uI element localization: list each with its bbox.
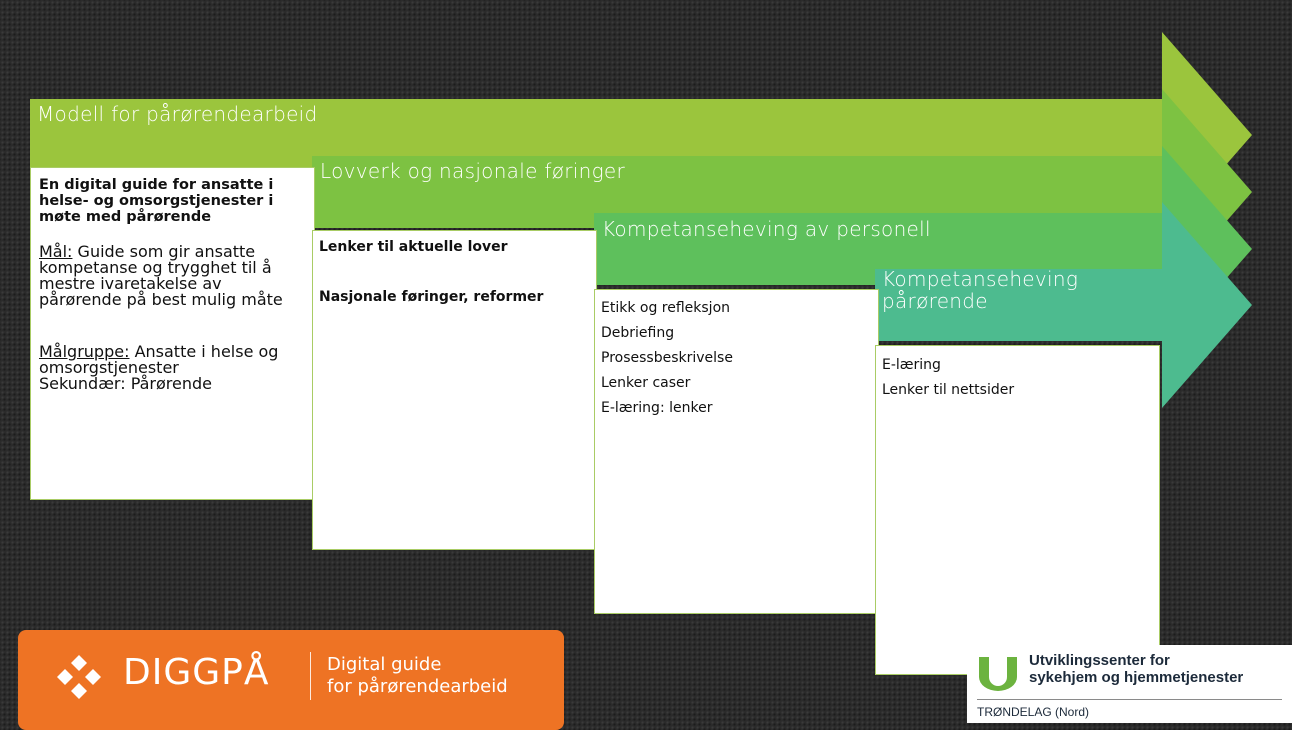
box-item-elaering: E-læring (882, 357, 941, 373)
goal-text: Guide som gir ansatte kompetanse og tryg… (39, 241, 283, 309)
arrow-label-kompetanse-parorende: Kompetanseheving pårørende (882, 267, 1079, 314)
diggpa-logo-icon (57, 655, 101, 699)
usht-region: TRØNDELAG (Nord) (977, 705, 1090, 719)
goal-paragraph: Mål: Guide som gir ansatte kompetanse og… (39, 241, 306, 309)
box-item-elaering-lenker: E-læring: lenker (601, 400, 713, 416)
content-box-modell: En digital guide for ansatte i helse- og… (30, 167, 315, 500)
diggpa-banner: DIGGPÅ Digital guide for pårørendearbeid (18, 630, 564, 730)
content-box-kompetanse-personell: Etikk og refleksjon Debriefing Prosessbe… (594, 289, 879, 614)
box-item-debriefing: Debriefing (601, 325, 675, 341)
usht-u-icon (979, 657, 1017, 691)
box-item-lover: Lenker til aktuelle lover (319, 239, 508, 255)
banner-tagline: Digital guide for pårørendearbeid (327, 654, 508, 697)
target-text: Ansatte i helse og omsorgstjenester (39, 341, 279, 377)
usht-logo: Utviklingssenter for sykehjem og hjemmet… (967, 645, 1292, 723)
content-box-kompetanse-parorende: E-læring Lenker til nettsider (875, 345, 1160, 675)
content-box-lovverk: Lenker til aktuelle lover Nasjonale føri… (312, 230, 597, 550)
usht-divider (977, 699, 1282, 700)
box-item-foringer: Nasjonale føringer, reformer (319, 289, 544, 305)
target-paragraph: Målgruppe: Ansatte i helse og omsorgstje… (39, 341, 306, 377)
usht-title-line-1: Utviklingssenter for (1029, 652, 1170, 669)
box-lead-text: En digital guide for ansatte i helse- og… (39, 177, 274, 225)
box-item-nettsider: Lenker til nettsider (882, 382, 1015, 398)
usht-title: Utviklingssenter for sykehjem og hjemmet… (1029, 652, 1244, 686)
tagline-line-1: Digital guide (327, 654, 442, 675)
usht-title-line-2: sykehjem og hjemmetjenester (1029, 668, 1244, 686)
box-item-etikk: Etikk og refleksjon (601, 300, 731, 316)
tagline-line-2: for pårørendearbeid (327, 675, 508, 697)
arrow-label-lovverk: Lovverk og nasjonale føringer (320, 159, 626, 183)
diggpa-brand: DIGGPÅ (123, 652, 270, 693)
secondary-text: Sekundær: Pårørende (39, 373, 213, 393)
arrow-label-kompetanse-personell: Kompetanseheving av personell (602, 217, 931, 241)
arrow-label-modell: Modell for pårørendearbeid (37, 102, 318, 126)
target-label: Målgruppe: (39, 341, 130, 361)
box-item-caser: Lenker caser (601, 375, 691, 391)
banner-divider (310, 652, 311, 700)
goal-label: Mål: (39, 241, 73, 261)
box-item-prosess: Prosessbeskrivelse (601, 350, 733, 366)
